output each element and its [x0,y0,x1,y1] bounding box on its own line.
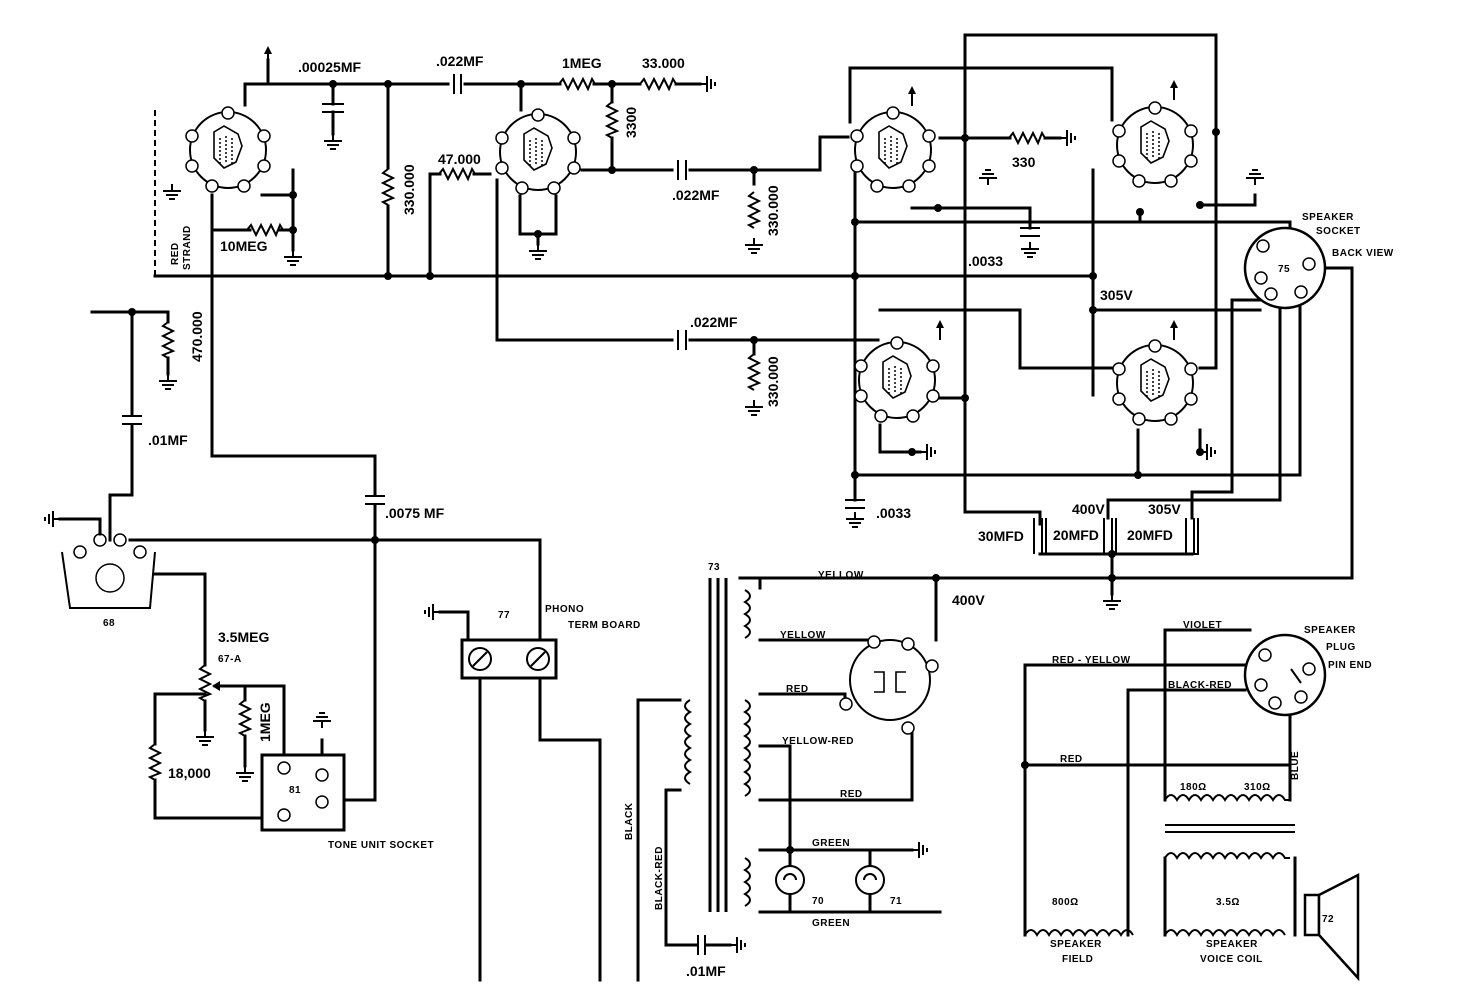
label-lamp-70: 70 [812,896,824,907]
label-v-400-a: 400V [1072,501,1105,517]
speaker-plug [1243,633,1327,717]
tube-output-lower-right [1112,339,1198,426]
label-black: BLACK [624,802,635,840]
label-speaker-72: 72 [1322,914,1334,925]
tube-output-lower-left [854,336,940,423]
label-r-33000: 33.000 [642,55,685,71]
label-c-022-low: .022MF [690,314,738,330]
phono-terminal-board [460,638,558,680]
pilot-lamps [775,865,885,895]
label-speaker-plug-1: SPEAKER [1304,625,1356,636]
label-speaker-field-1: SPEAKER [1050,939,1102,950]
label-speaker-socket-2: SOCKET [1316,226,1361,237]
label-red-2: RED [840,789,863,800]
switch-68 [58,517,156,609]
label-green-2: GREEN [812,918,850,929]
label-c-0075: .0075 MF [385,505,445,521]
label-tone-unit-socket: TONE UNIT SOCKET [328,840,434,851]
label-socket-81: 81 [289,785,301,796]
label-socket-75: 75 [1278,264,1290,275]
tube-first-audio [185,106,271,193]
label-c-0033-bot: .0033 [876,505,911,521]
speaker-socket [1243,226,1327,310]
label-blue: BLUE [1290,751,1301,780]
label-c-0033-top: .0033 [968,253,1003,269]
label-r-330000-b: 330.000 [765,185,781,236]
label-back-view: BACK VIEW [1332,248,1394,259]
power-transformer [684,578,751,912]
label-lamp-71: 71 [890,896,902,907]
label-red-yellow: RED - YELLOW [1052,655,1131,666]
label-v-400-b: 400V [952,592,985,608]
label-yellow-red: YELLOW-RED [782,736,854,747]
tube-second-audio [495,108,581,195]
label-phono-1: PHONO [545,604,584,615]
label-c-01-bot: .01MF [686,963,726,979]
label-xfmr-73: 73 [708,562,720,573]
label-r-10meg: 10MEG [220,238,268,254]
label-r-47000: 47.000 [438,151,481,167]
label-tube-77: 77 [498,610,510,621]
label-black-red-2: BLACK-RED [1168,680,1232,691]
tube-rectifier [839,635,939,735]
label-yellow-1: YELLOW [818,570,864,581]
label-ohm-4: 3.5Ω [1216,897,1240,908]
label-side-1: RED [170,242,181,265]
tube-output-upper-left [850,106,936,193]
label-switch-68: 68 [103,618,115,629]
resistors [149,78,1046,781]
label-c-20mfd-a: 20MFD [1053,527,1099,543]
label-v-305-b: 305V [1148,501,1181,517]
label-c-20mfd-b: 20MFD [1127,527,1173,543]
label-r-330000-a: 330.000 [401,164,417,215]
label-red-3: RED [1060,754,1083,765]
capacitors [122,74,1199,955]
label-violet: VIOLET [1183,620,1222,631]
label-r-18000: 18,000 [168,765,211,781]
label-phono-2: TERM BOARD [568,620,641,631]
label-r-3-5meg: 3.5MEG [218,629,269,645]
label-voice-coil-1: SPEAKER [1206,939,1258,950]
label-ohm-1: 180Ω [1180,782,1207,793]
label-c-30mfd: 30MFD [978,528,1024,544]
label-c-00025: .00025MF [298,59,361,75]
label-speaker-socket-1: SPEAKER [1302,212,1354,223]
label-pot-67a: 67-A [218,654,242,665]
label-c-01-left: .01MF [148,432,188,448]
label-c-022-mid: .022MF [672,187,720,203]
label-r-470000: 470.000 [189,311,205,362]
label-r-330000-c: 330.000 [765,356,781,407]
label-v-305-a: 305V [1100,287,1133,303]
label-yellow-2: YELLOW [780,630,826,641]
label-ohm-2: 310Ω [1244,782,1271,793]
speaker-cone-72 [1303,872,1360,982]
label-c-022-top: .022MF [436,53,484,69]
label-r-3300: 3300 [623,107,639,138]
label-speaker-plug-3: PIN END [1328,660,1372,671]
label-r-330: 330 [1012,154,1036,170]
label-speaker-plug-2: PLUG [1326,642,1356,653]
label-side-2: STRAND [182,225,193,270]
label-voice-coil-2: VOICE COIL [1200,954,1263,965]
label-black-red: BLACK-RED [654,846,665,910]
tube-output-upper-right [1112,101,1198,188]
label-r-1meg-top: 1MEG [562,55,602,71]
label-red-1: RED [786,684,809,695]
wiring [90,33,1354,982]
label-speaker-field-2: FIELD [1062,954,1093,965]
label-ohm-3: 800Ω [1052,897,1079,908]
label-green-1: GREEN [812,838,850,849]
tone-unit-socket [260,753,346,832]
junctions [128,80,1220,854]
label-r-1meg-bot: 1MEG [257,702,273,742]
speaker-coils [1024,794,1297,937]
